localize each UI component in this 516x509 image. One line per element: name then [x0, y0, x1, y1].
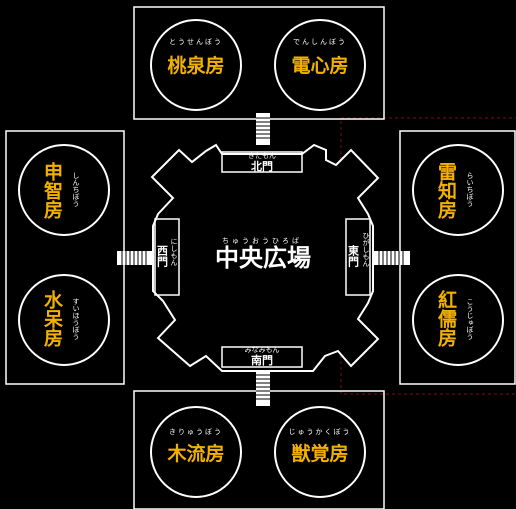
room-raichi-label: 雷知房 [435, 162, 457, 219]
room-shinchi-ruby: しんちぼう [72, 172, 80, 207]
stairs-east [374, 251, 410, 265]
room-shinchi-label: 申智房 [41, 161, 63, 219]
plaza-label: 中央広場 [215, 244, 311, 272]
room-kouju-ruby: こうじゅぼう [466, 298, 474, 340]
south-gate-box [221, 346, 303, 368]
west-gate-ruby: にしもん [170, 238, 178, 266]
room-kiryuu[interactable]: きりゅうぼう 木流房 [150, 406, 242, 498]
east-gate-ruby: ひがしもん [362, 232, 370, 267]
west-gate-box [154, 218, 180, 296]
room-tousen[interactable]: とうせんぼう 桃泉房 [150, 19, 242, 111]
room-juukaku-ruby: じゅうかくぼう [289, 428, 352, 436]
room-denshin-ruby: でんしんぼう [293, 38, 347, 46]
room-suihou-label: 水呆房 [41, 290, 64, 347]
stairs-west [117, 251, 153, 265]
room-tousen-label: 桃泉房 [167, 54, 224, 77]
room-shinchi[interactable]: 申智房 しんちぼう [18, 144, 110, 236]
north-gate-box [221, 151, 303, 173]
room-juukaku-label: 獣覚房 [291, 442, 348, 465]
plaza-ruby: ちゅうおうひろば [222, 236, 302, 245]
room-kouju-label: 紅儒房 [435, 289, 457, 347]
room-kiryuu-ruby: きりゅうぼう [169, 428, 223, 436]
north-gate-label: 北門 [251, 159, 273, 173]
room-tousen-ruby: とうせんぼう [169, 38, 223, 46]
room-raichi[interactable]: 雷知房 らいちぼう [412, 144, 504, 236]
room-suihou[interactable]: 水呆房 すいほうぼう [18, 274, 110, 366]
central-plaza-outline [150, 143, 380, 372]
room-raichi-ruby: らいちぼう [466, 172, 474, 207]
north-gate-ruby: きたもん [248, 152, 276, 160]
room-juukaku[interactable]: じゅうかくぼう 獣覚房 [274, 406, 366, 498]
east-gate-box [345, 218, 371, 296]
room-suihou-ruby: すいほうぼう [72, 298, 80, 340]
room-kiryuu-label: 木流房 [166, 442, 224, 465]
south-gate-label: 南門 [251, 353, 273, 367]
south-gate-ruby: みなみもん [245, 346, 280, 354]
room-denshin-label: 電心房 [291, 54, 348, 77]
room-denshin[interactable]: でんしんぼう 電心房 [274, 19, 366, 111]
stairs-north [256, 113, 270, 145]
east-gate-label: 東門 [347, 244, 360, 268]
west-gate-label: 西門 [156, 245, 169, 268]
room-kouju[interactable]: 紅儒房 こうじゅぼう [412, 274, 504, 366]
stairs-south [256, 366, 270, 406]
